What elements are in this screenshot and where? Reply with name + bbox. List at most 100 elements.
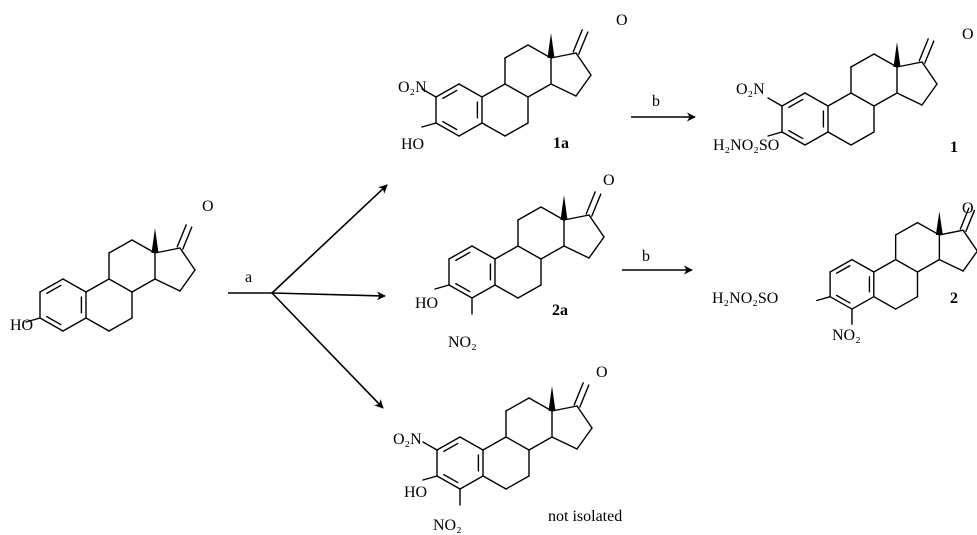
bond — [154, 278, 181, 292]
bond — [448, 284, 473, 299]
bond — [154, 247, 181, 254]
c1a-compound-number: 1a — [553, 135, 569, 152]
substituent-bond — [767, 97, 783, 107]
bond — [804, 131, 829, 146]
methyl-wedge — [547, 33, 555, 58]
aromatic-double-bond — [442, 120, 458, 131]
bond — [576, 427, 593, 450]
aromatic-double-bond — [442, 89, 458, 100]
bond — [850, 53, 875, 68]
dinitro-oh-label: HO — [404, 484, 427, 501]
arrow-to-2a — [271, 291, 386, 301]
aromatic-double-bond — [46, 315, 62, 326]
substituent-bond — [422, 475, 438, 481]
bond — [85, 317, 110, 332]
methyl-wedge — [893, 42, 901, 67]
bond — [563, 245, 590, 259]
carbonyl-bond — [182, 226, 193, 250]
bond — [781, 92, 806, 107]
bond — [551, 436, 578, 450]
structure-2 — [816, 207, 977, 325]
methyl-wedge — [935, 211, 943, 235]
c1-ketone-label: O — [962, 26, 974, 43]
bond — [179, 247, 196, 271]
carbonyl-bond — [578, 31, 589, 55]
reagent-label-a: a — [245, 269, 252, 286]
bond — [108, 317, 133, 332]
bond — [481, 122, 506, 137]
c1a-oh-label: HO — [401, 136, 424, 153]
reagent-label-b-middle: b — [642, 248, 650, 265]
bond — [850, 131, 875, 146]
bond — [851, 296, 875, 310]
bond — [873, 258, 897, 273]
bond — [962, 250, 977, 272]
dinitro-ketone-label: O — [596, 364, 608, 381]
c1-nitro-label: O₂N — [736, 81, 765, 98]
bond — [108, 278, 133, 293]
bond — [435, 122, 460, 137]
bond — [436, 475, 461, 490]
bond — [39, 278, 64, 293]
dinitro-not-isolated-note: not isolated — [548, 508, 622, 525]
c1-compound-number: 1 — [950, 139, 958, 156]
carbonyl-bond — [965, 209, 976, 233]
bond — [459, 436, 484, 451]
bond — [896, 92, 923, 106]
substituent-bond — [421, 122, 437, 128]
bond — [62, 278, 87, 293]
bond — [575, 74, 592, 97]
c1-sulfamate-label: H₂NO₂SO — [713, 137, 779, 154]
structure-dinitro — [422, 382, 593, 506]
bond — [528, 436, 553, 451]
bond — [873, 92, 898, 107]
bond — [108, 239, 133, 254]
aromatic-double-bond — [835, 294, 851, 304]
bond — [85, 278, 110, 293]
bond — [504, 83, 529, 98]
structure-1a — [421, 29, 592, 137]
bond — [873, 53, 898, 68]
dinitro-nitro-bottom-label: NO₂ — [433, 517, 462, 534]
aromatic-double-bond — [835, 265, 851, 274]
bond — [482, 475, 507, 490]
bond — [494, 245, 519, 260]
bond — [588, 214, 605, 238]
substituent-bond — [816, 296, 831, 302]
bond — [921, 83, 938, 106]
aromatic-double-bond — [788, 98, 804, 109]
bond — [505, 475, 530, 490]
bond — [436, 436, 461, 451]
c2a-oh-label: HO — [415, 295, 438, 312]
c2a-ketone-label: O — [603, 172, 615, 189]
substituent-bond — [434, 284, 450, 290]
bond — [448, 245, 473, 260]
bond — [938, 229, 964, 236]
substituent-bond — [421, 88, 437, 98]
dinitro-nitro-top-label: O₂N — [393, 431, 422, 448]
reagent-label-b-top: b — [652, 93, 660, 110]
aromatic-double-bond — [455, 282, 471, 293]
aromatic-double-bond — [443, 442, 459, 453]
substituent-bond — [767, 131, 783, 137]
bond — [528, 397, 553, 412]
arrow-to-1a — [271, 184, 388, 294]
bond — [873, 296, 897, 310]
c2-sulfamate-label: H₂NO₂SO — [712, 290, 778, 307]
bond — [517, 206, 542, 221]
bond — [894, 221, 919, 236]
substituent-bond — [25, 317, 41, 323]
bond — [916, 221, 941, 236]
arrow-to-dinitro — [271, 292, 384, 409]
bond — [62, 317, 87, 332]
bond — [962, 229, 977, 252]
bond — [517, 245, 542, 260]
bond — [827, 131, 852, 146]
bond — [550, 52, 577, 59]
bond — [575, 52, 592, 76]
c1a-ketone-label: O — [616, 12, 628, 29]
carbonyl-bond — [572, 29, 583, 53]
bond — [435, 83, 460, 98]
carbonyl-bond — [918, 38, 929, 62]
